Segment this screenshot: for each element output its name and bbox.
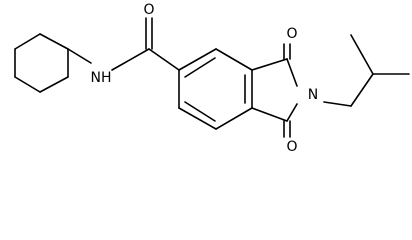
bond-imide-bottom-n [286,103,298,122]
cyclohexyl-ring [14,33,69,93]
isobutyl-chain [323,34,410,107]
benzene-ring [178,48,253,130]
amide-carbonyl [145,17,153,50]
bond-cy-nh [67,48,92,64]
imide-o-bottom-label: O [286,139,297,155]
imide-n-label: N [308,87,318,103]
imide-carbonyl-top [283,43,291,60]
bond-nh-co [111,48,150,71]
bond-ar-1-inner [184,57,216,78]
amide-nh-label: NH [91,70,112,86]
bond-ar-5 [178,107,217,130]
bond-cy-5 [14,76,41,93]
bond-imide-top-n [286,58,298,87]
bond-n-ch2 [323,101,352,107]
bond-imide-top [251,58,288,71]
imide-ring [251,58,298,122]
imide-o-top-label: O [286,26,297,42]
bond-cy-1 [14,33,41,50]
bond-co-ring [148,48,180,71]
bond-imide-bottom [251,107,288,122]
bond-ar-4 [215,107,253,130]
bond-ch2-ch [350,73,374,107]
chemical-structure: NH O [14,2,410,155]
bond-ar-5-inner [184,101,216,122]
imide-carbonyl-bottom [283,120,291,138]
bond-cy-2 [39,33,69,50]
bond-ar-2 [215,48,253,71]
bond-ar-1 [178,48,217,71]
bond-ch-me1 [350,34,374,75]
amide-o-label: O [143,2,154,18]
bond-cy-4 [39,76,69,93]
structure-canvas: NH O [14,2,410,155]
